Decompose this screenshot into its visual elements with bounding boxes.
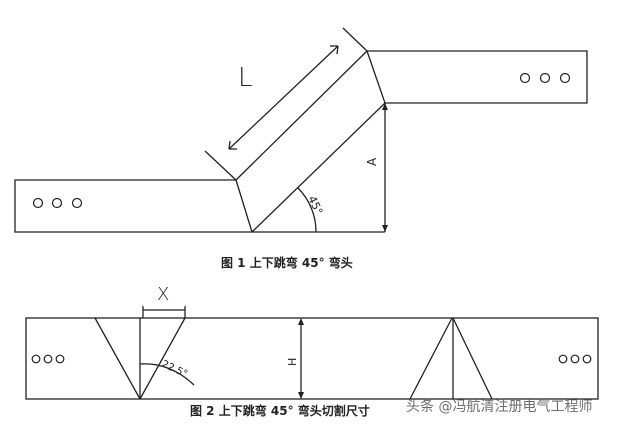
angle-label: 45° <box>305 194 325 217</box>
angle-label-22: 22.5° <box>160 359 189 380</box>
height-label: A <box>365 157 379 166</box>
angle-arc <box>297 187 317 233</box>
figure1-caption: 图 1 上下跳弯 45° 弯头 <box>221 256 353 270</box>
figure2-caption: 图 2 上下跳弯 45° 弯头切割尺寸 <box>190 404 370 418</box>
width-label: X <box>157 284 169 305</box>
length-dimension <box>228 45 339 150</box>
cut-tray <box>25 317 599 400</box>
angle-arc-22 <box>139 363 195 386</box>
figure2-drawing <box>25 306 599 400</box>
height-label-h: H <box>286 358 299 366</box>
right-tray <box>367 50 588 104</box>
mounting-holes <box>31 72 592 364</box>
length-label: L <box>238 63 253 93</box>
figure1-drawing <box>14 27 588 233</box>
watermark: 头条 @冯航清注册电气工程师 <box>406 399 593 415</box>
left-tray <box>14 179 252 233</box>
